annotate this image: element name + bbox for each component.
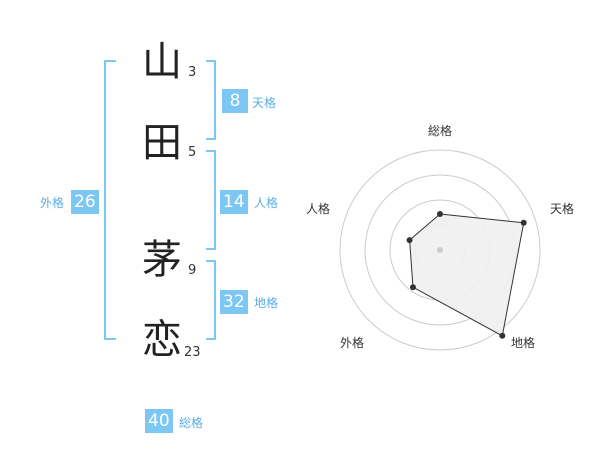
stroke-count-1: 3 <box>188 65 197 80</box>
gai-badge: 26 <box>71 190 99 214</box>
ten-label: 天格 <box>252 96 277 110</box>
radar-point-0 <box>437 211 443 217</box>
jin-label: 人格 <box>254 196 279 210</box>
name-char-3: 茅 <box>142 237 182 283</box>
ten-bracket <box>206 60 216 140</box>
stroke-count-4: 23 <box>184 345 201 360</box>
name-char-1: 山 <box>142 39 182 85</box>
radar-polygon <box>409 213 525 337</box>
sou-label: 総格 <box>179 416 204 430</box>
radar-center-dot <box>437 247 443 253</box>
radar-point-3 <box>409 284 416 291</box>
jin-bracket <box>206 150 216 250</box>
radar-axis-label-sou: 総格 <box>428 123 452 138</box>
name-char-4: 恋 <box>142 317 182 363</box>
sou-badge: 40 <box>145 409 173 433</box>
radar-point-4 <box>406 237 413 244</box>
radar-point-2 <box>499 332 506 339</box>
radar-axis-label-ten: 天格 <box>550 201 574 216</box>
radar-ring-4 <box>339 149 541 351</box>
chi-label: 地格 <box>254 296 279 310</box>
gai-label: 外格 <box>40 196 65 210</box>
radar-axis-label-chi: 地格 <box>511 335 535 350</box>
outer-bracket <box>104 60 116 340</box>
stroke-count-3: 9 <box>188 263 197 278</box>
radar-point-1 <box>520 219 527 226</box>
radar-axis-label-jin: 人格 <box>306 201 330 216</box>
jin-badge: 14 <box>220 190 248 214</box>
stroke-count-2: 5 <box>188 145 197 160</box>
chi-bracket <box>206 260 216 340</box>
name-char-2: 田 <box>142 120 182 166</box>
radar-axis-label-gai: 外格 <box>340 335 364 350</box>
chi-badge: 32 <box>220 290 248 314</box>
ten-badge: 8 <box>222 89 248 113</box>
